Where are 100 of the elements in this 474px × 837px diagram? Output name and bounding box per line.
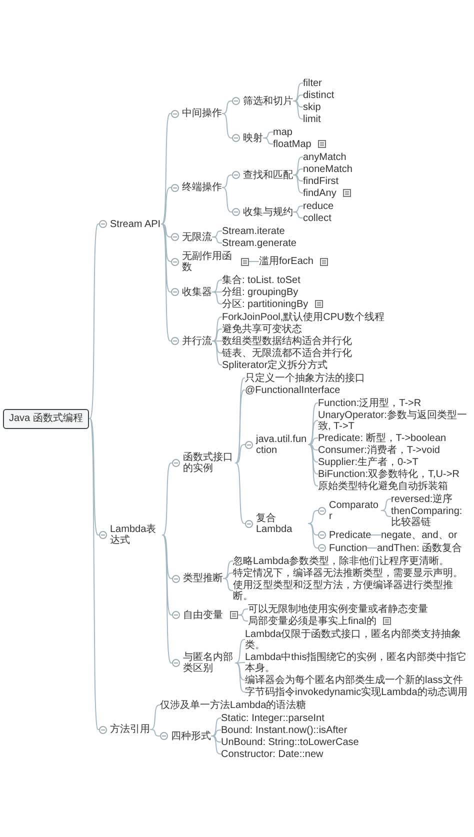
topic-text: 方法引用 bbox=[110, 724, 150, 735]
topic-text: Bound: Instant.now()::isAfter bbox=[221, 724, 348, 736]
topic-text: Spliterator定义拆分方式 bbox=[222, 360, 328, 370]
topic-text: 查找和匹配 bbox=[243, 170, 293, 180]
branch-line bbox=[292, 82, 304, 102]
branch-line bbox=[222, 187, 232, 212]
branch-line bbox=[262, 138, 274, 144]
topic-text: 中间操作 bbox=[182, 108, 222, 119]
branch-line bbox=[212, 236, 222, 244]
branch-line bbox=[162, 534, 172, 579]
branch-line bbox=[150, 729, 160, 736]
branch-line bbox=[160, 224, 172, 342]
topic-text: reversed:逆序 bbox=[391, 494, 453, 504]
topic-text: 复合Lambda bbox=[256, 512, 294, 534]
branch-line bbox=[234, 662, 246, 680]
topic-text: 只定义一个抽象方法的接口 bbox=[245, 372, 365, 384]
topic-text: 使用泛型类型和泛型方法，方便编译器进行类型推断。 bbox=[233, 580, 454, 602]
topic-text: @FunctionalInterface bbox=[245, 384, 340, 396]
topic-text: 筛选和切片 bbox=[243, 96, 293, 106]
topic-text: 四种形式 bbox=[171, 730, 211, 742]
branch-line bbox=[308, 444, 318, 486]
branch-line bbox=[160, 187, 172, 224]
branch-line bbox=[212, 340, 222, 366]
branch-line bbox=[222, 100, 232, 114]
topic-text: anyMatch bbox=[303, 152, 346, 162]
topic-text: 与匿名内部类区别 bbox=[183, 652, 234, 674]
topic-text: 类型推断 bbox=[183, 573, 223, 584]
topic-text: 特定情况下，编译器无法推断类型，需要显示声明。 bbox=[233, 568, 463, 578]
topic-text: 收集与规约 bbox=[243, 206, 293, 218]
topic-text: 集合: toList. toSet bbox=[222, 274, 300, 286]
branch-line bbox=[234, 462, 246, 524]
branch-line bbox=[88, 224, 100, 419]
branch-line bbox=[222, 113, 232, 138]
topic-text: Consumer:消费者，T->void bbox=[318, 444, 440, 456]
topic-text: 字节码指令invokedynamic实现Lambda的动态调用 bbox=[245, 686, 468, 698]
topic-text: 函数式接口的实例 bbox=[183, 452, 234, 474]
branch-line bbox=[292, 174, 304, 194]
topic-text: andThen: 函数复合 bbox=[377, 542, 462, 554]
topic-text: Stream API bbox=[110, 218, 161, 230]
branch-line bbox=[238, 614, 248, 622]
topic-text: collect bbox=[303, 212, 332, 224]
topic-text: Predicate: 断型，T->boolean bbox=[318, 432, 446, 444]
topic-text: 可以无限制地使用实例变量或者静态变量 bbox=[248, 604, 428, 614]
branch-line bbox=[212, 292, 222, 304]
topic-text: Lambda表达式 bbox=[110, 524, 158, 546]
branch-line bbox=[308, 444, 318, 450]
topic-text: 无限流 bbox=[182, 232, 212, 242]
topic-text: 链表、无限流都不适合并行化 bbox=[222, 348, 352, 358]
topic-text: noneMatch bbox=[303, 164, 352, 174]
branch-line bbox=[160, 224, 172, 238]
branch-line bbox=[160, 113, 172, 224]
topic-text: limit bbox=[303, 114, 321, 124]
branch-line bbox=[308, 402, 318, 445]
branch-line bbox=[212, 340, 222, 342]
topic-text: UnaryOperator:参数与返回类型一致, T->T bbox=[318, 410, 468, 432]
topic-text: map bbox=[273, 126, 292, 138]
topic-text: 终端操作 bbox=[182, 182, 222, 193]
topic-text: Constructor: Date::new bbox=[221, 748, 324, 760]
topic-text: 局部变量必须是事实上final的 bbox=[248, 616, 376, 626]
branch-line bbox=[222, 560, 234, 579]
topic-text: 避免共享可变状态 bbox=[222, 324, 302, 334]
branch-line bbox=[292, 174, 304, 182]
branch-line bbox=[210, 736, 222, 754]
topic-text: 编译器会为每个匿名内部类生成一个新的lass文件 bbox=[245, 674, 463, 686]
branch-line bbox=[212, 316, 222, 342]
branch-line bbox=[88, 418, 100, 536]
branch-line bbox=[308, 523, 318, 548]
branch-line bbox=[212, 280, 222, 292]
topic-text: 分组: groupingBy bbox=[222, 286, 298, 298]
branch-line bbox=[292, 156, 304, 176]
topic-text: 忽略Lambda参数类型，除非他们让程序更清晰。 bbox=[233, 556, 450, 566]
branch-line bbox=[380, 498, 392, 511]
branch-line bbox=[212, 328, 222, 342]
topic-text: skip bbox=[303, 102, 321, 112]
branch-line bbox=[370, 534, 382, 536]
branch-line bbox=[162, 462, 172, 536]
topic-text: Function:泛用型，T->R bbox=[318, 398, 422, 408]
topic-text: 收集器 bbox=[182, 286, 212, 298]
topic-text: Supplier:生产者，0->T bbox=[318, 456, 418, 468]
branch-line bbox=[234, 444, 246, 464]
branch-line bbox=[308, 510, 318, 524]
topic-text: 并行流 bbox=[182, 336, 212, 346]
topic-text: Stream.iterate bbox=[222, 226, 285, 236]
topic-text: 分区: partitioningBy bbox=[222, 298, 308, 310]
topic-text: 映射 bbox=[243, 132, 263, 144]
topic-text: Stream.generate bbox=[222, 238, 296, 248]
topic-text: Static: Integer::parseInt bbox=[221, 712, 324, 724]
branch-line bbox=[210, 718, 222, 736]
branch-line bbox=[234, 639, 246, 664]
topic-text: Lambda中this指围绕它的实例，匿名内部类中指它本身。 bbox=[245, 652, 468, 674]
branch-line bbox=[308, 420, 318, 445]
branch-line bbox=[292, 100, 304, 108]
branch-line bbox=[222, 174, 232, 188]
topic-text: Lambda仅限于函数式接口，匿名内部类支持抽象类。 bbox=[245, 628, 462, 650]
topic-text: floatMap bbox=[273, 138, 312, 150]
topic-text: java.util.function bbox=[256, 434, 308, 456]
branch-line bbox=[308, 444, 318, 462]
branch-line bbox=[222, 578, 234, 591]
branch-line bbox=[380, 510, 392, 517]
branch-line bbox=[234, 662, 246, 692]
